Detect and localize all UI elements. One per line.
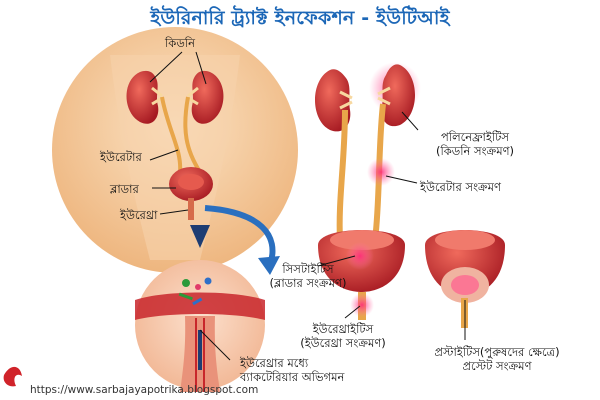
label-prostatitis: প্রস্টাইটিস(পুরুষদের ক্ষেত্রে) প্রস্টেট … bbox=[402, 345, 592, 373]
body-view-circle bbox=[52, 27, 298, 273]
urinary-tract-diagram bbox=[315, 62, 505, 340]
label-ureter-infection: ইউরেটার সংক্রমণ bbox=[420, 180, 501, 194]
label-bacteria-migration: ইউরেথ্রার মধ্যে ব্যাকটেরিয়ার অভিগমন bbox=[240, 356, 344, 384]
label-ureter: ইউরেটার bbox=[100, 150, 142, 164]
label-cystitis: সিসটাইটিস (ব্লাডার সংক্রমণ) bbox=[268, 262, 348, 290]
site-logo bbox=[4, 367, 22, 387]
label-bladder: ব্লাডার bbox=[110, 182, 139, 196]
label-urethritis: ইউরেথ্রাইটিস (ইউরেথ্রা সংক্রমণ) bbox=[288, 322, 398, 350]
footer-url: https://www.sarbajayapotrika.blogspot.co… bbox=[30, 384, 258, 396]
label-urethra: ইউরেথ্রা bbox=[120, 208, 157, 222]
label-pyelonephritis: পলিনেফ্রাইটিস (কিডনি সংক্রমণ) bbox=[420, 130, 530, 158]
label-kidney: কিডনি bbox=[165, 36, 195, 50]
